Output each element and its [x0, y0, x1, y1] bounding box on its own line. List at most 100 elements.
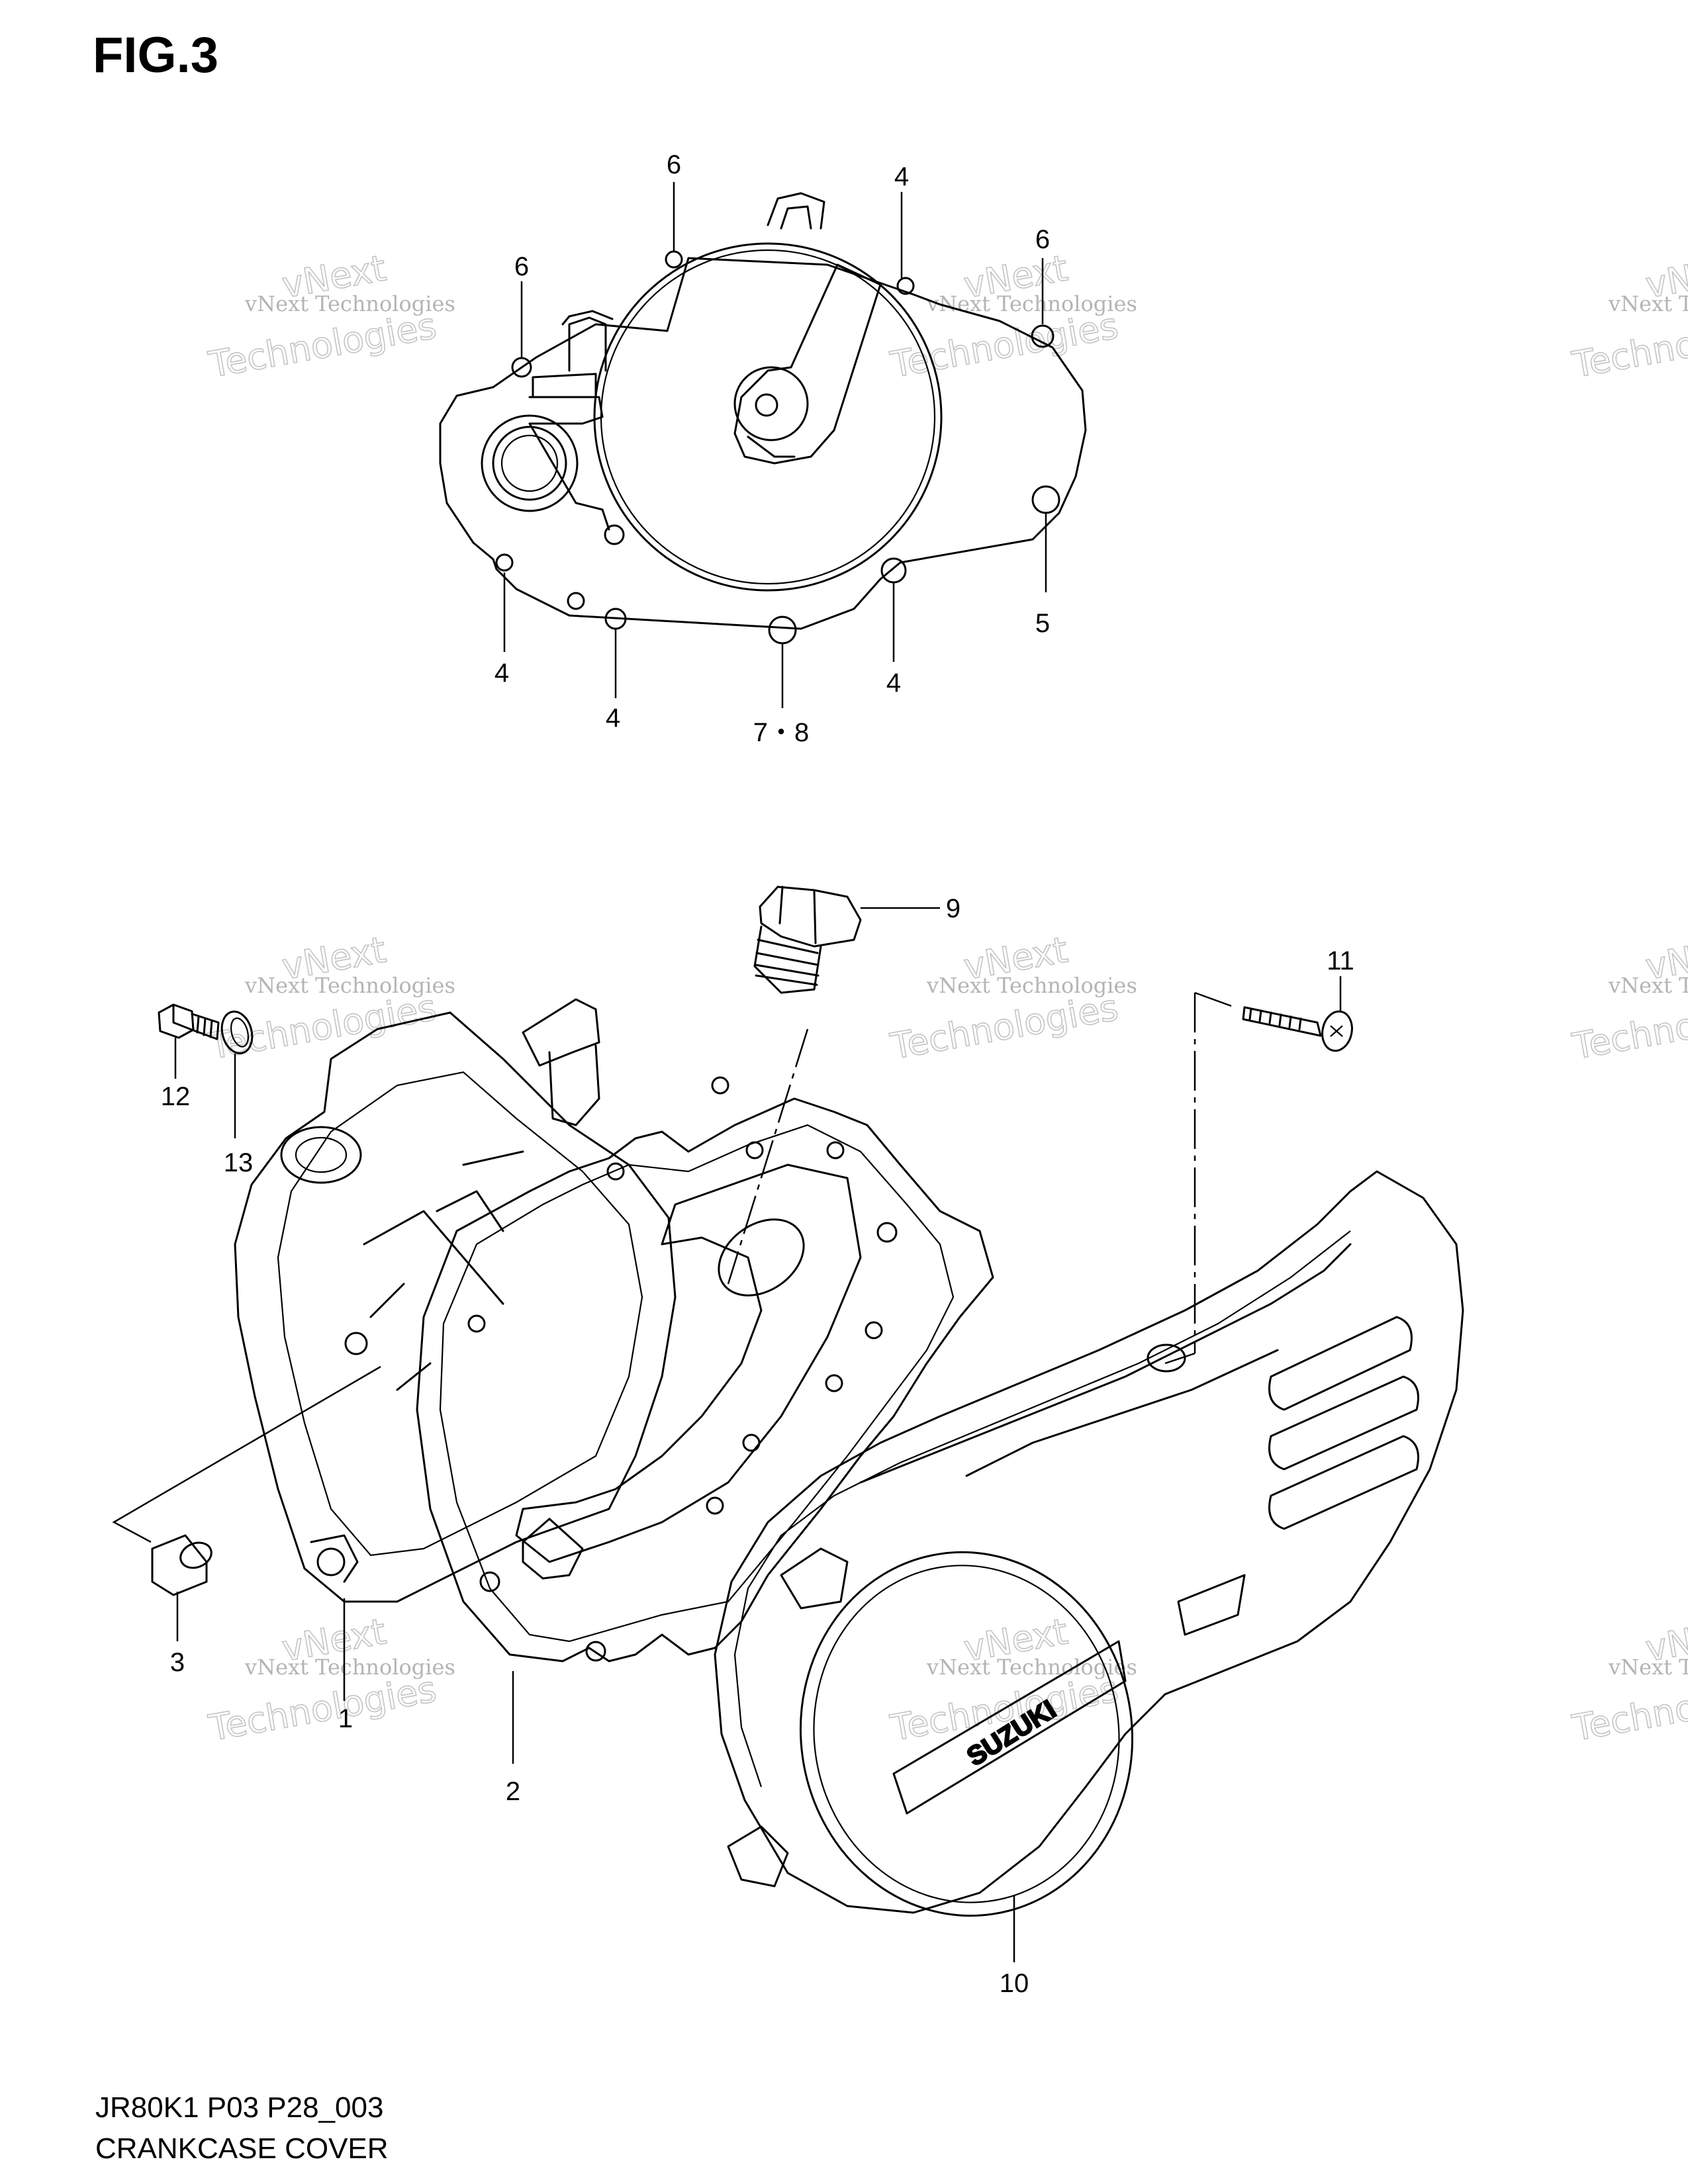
part-10-rim: [733, 1230, 1351, 1788]
part-11-head: [1321, 1010, 1353, 1052]
watermark: vNext Technologies vNext Technologies: [1569, 1610, 1688, 1750]
svg-text:vNext Technologies: vNext Technologies: [926, 291, 1137, 316]
part-12-bolt: [158, 1003, 220, 1040]
part-10-vent: [1268, 1316, 1413, 1411]
part-10-vent: [1268, 1435, 1419, 1530]
callout-12: 12: [161, 1082, 191, 1111]
top-clutch-circle-inner: [600, 249, 936, 585]
svg-text:vNext: vNext: [1642, 929, 1688, 987]
assembly-line-11-top: [1194, 991, 1232, 1007]
top-cover-boss-hole: [755, 393, 778, 417]
part-10-dome-inner: [813, 1565, 1120, 1903]
top-cover-outline: [439, 257, 1087, 630]
top-cover-port-outer: [481, 414, 579, 512]
watermark: vNext Technologies vNext Technologies: [205, 247, 455, 387]
watermark: vNext Technologies vNext Technologies: [1569, 247, 1688, 387]
part-9-thread: [753, 925, 822, 994]
top-bolt-hole: [880, 557, 907, 584]
callout-2: 2: [506, 1777, 520, 1806]
part-3-dowel: [151, 1534, 212, 1596]
part-1-outline: [234, 1011, 677, 1603]
watermark: vNext Technologies vNext Technologies: [205, 1610, 455, 1750]
svg-text:Technologies: Technologies: [1569, 1668, 1688, 1749]
top-cover-view: [439, 192, 1087, 645]
part-12-head: [158, 1003, 195, 1039]
svg-text:vNext Technologies: vNext Technologies: [1608, 1655, 1688, 1680]
part-10-outline: [714, 1170, 1464, 1914]
part-1-bolt-hole: [316, 1547, 346, 1576]
part-13-washer: [220, 1011, 254, 1054]
figure-title: FIG.3: [93, 27, 219, 83]
part-1-lug: [310, 1534, 359, 1583]
callout-5: 5: [1035, 609, 1050, 638]
callout-13: 13: [224, 1148, 254, 1177]
svg-text:vNext Technologies: vNext Technologies: [926, 973, 1137, 998]
part-10-dome: [799, 1551, 1134, 1917]
svg-text:vNext: vNext: [1642, 1610, 1688, 1669]
top-cover-boss: [733, 366, 809, 441]
part-13-outer: [220, 1011, 254, 1054]
assembly-line-9: [727, 1028, 809, 1285]
svg-text:Technologies: Technologies: [205, 305, 440, 386]
diagram-code: JR80K1 P03 P28_003: [95, 2091, 384, 2124]
part-2-bolt-hole: [467, 1314, 486, 1333]
part-1-port-inner: [295, 1136, 348, 1173]
part-11-screw: [1242, 1006, 1353, 1052]
assembly-lines: [112, 991, 1232, 1543]
svg-text:Technologies: Technologies: [1569, 987, 1688, 1068]
callout-numbers: 6 6 4 6 5 4 7・8 4 4 9 11 12 13 3 1 2 10: [161, 150, 1354, 1998]
part-1-ribs: [363, 1150, 524, 1391]
callout-10: 10: [1000, 1969, 1029, 1998]
assembly-line-3: [112, 1365, 381, 1543]
part-11-shank: [1242, 1006, 1322, 1037]
part-1-crankcase-cover: [234, 998, 677, 1603]
top-bolt-hole: [1031, 485, 1060, 514]
svg-text:vNext: vNext: [1642, 247, 1688, 306]
callout-6: 6: [1035, 225, 1050, 254]
top-cover-tab: [767, 192, 825, 230]
callout-4: 4: [494, 659, 509, 688]
part-10-magneto-cover: SUZUKI: [714, 1170, 1464, 1917]
part-1-bolt-hole: [344, 1332, 368, 1355]
watermarks: vNext Technologies vNext Technologies vN…: [205, 247, 1688, 1750]
part-2-bolt-hole: [865, 1321, 883, 1340]
diagram-caption: CRANKCASE COVER: [95, 2132, 389, 2165]
assembly-line-11-bottom: [1164, 1352, 1196, 1365]
part-10-badge: [892, 1640, 1127, 1815]
callout-11: 11: [1327, 946, 1354, 976]
part-9-filler-plug: [753, 886, 862, 994]
part-10-vent: [1268, 1375, 1419, 1471]
top-cover-port-mid: [492, 426, 567, 501]
watermark: vNext Technologies vNext Technologies: [887, 929, 1137, 1068]
svg-text:vNext Technologies: vNext Technologies: [1608, 973, 1688, 998]
part-2-bolt-hole: [606, 1162, 625, 1181]
part-2-bolt-hole: [745, 1141, 764, 1160]
top-cover-bracket: [528, 373, 610, 531]
svg-text:vNext Technologies: vNext Technologies: [244, 973, 455, 998]
part-2-bolt-hole: [825, 1374, 843, 1392]
part-13-inner: [230, 1017, 250, 1048]
top-bolt-hole: [567, 592, 585, 610]
svg-text:Technologies: Technologies: [887, 305, 1121, 386]
part-2-inner-web: [515, 1163, 862, 1563]
svg-text:vNext Technologies: vNext Technologies: [926, 1655, 1137, 1680]
svg-text:vNext Technologies: vNext Technologies: [1608, 291, 1688, 316]
part-2-bore: [718, 1218, 805, 1297]
part-2-gasket-outer: [416, 1097, 994, 1662]
top-bolt-hole: [1031, 324, 1055, 348]
part-2-bolt-hole: [585, 1641, 606, 1662]
part-2-bolt-hole: [826, 1141, 845, 1160]
part-2-bolt-hole: [876, 1222, 898, 1243]
part-1-port: [280, 1126, 362, 1184]
watermark: vNext Technologies vNext Technologies: [1569, 929, 1688, 1068]
watermark: vNext Technologies vNext Technologies: [887, 247, 1137, 387]
callout-4: 4: [886, 668, 901, 698]
top-cover-port-inner: [500, 434, 559, 492]
top-clutch-circle: [593, 242, 943, 592]
top-cover-small-boss: [604, 524, 625, 545]
top-bolt-hole: [896, 277, 915, 295]
part-2-bolt-hole: [711, 1076, 729, 1095]
part-10-recess: [1177, 1574, 1246, 1636]
callout-6: 6: [667, 150, 681, 179]
